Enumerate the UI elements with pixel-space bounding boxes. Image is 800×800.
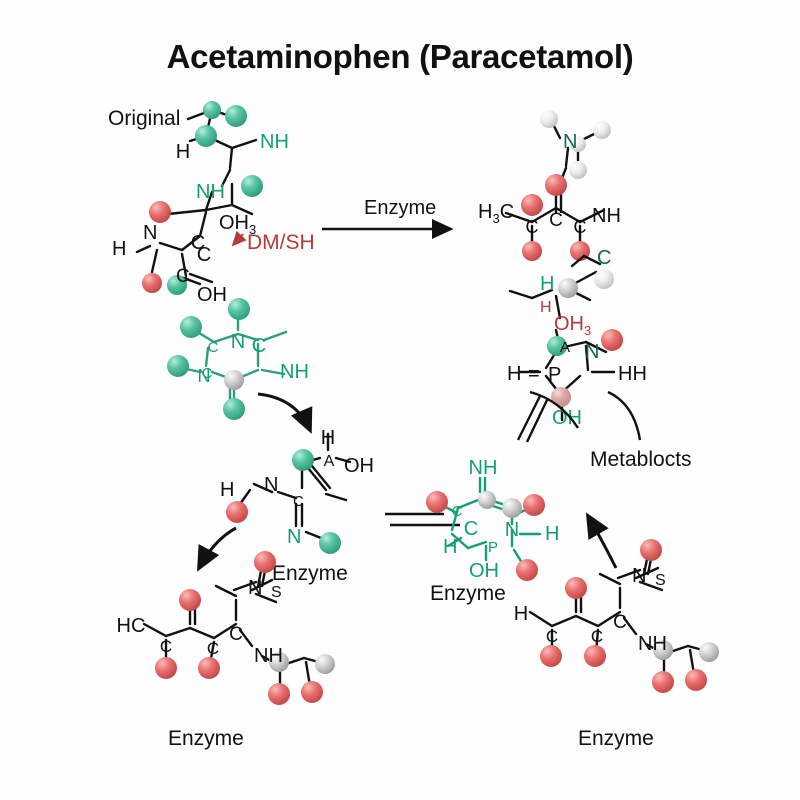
svg-text:NH: NH: [260, 131, 289, 153]
labels-right-mid: C H H OH3 A N H = P HH OH: [507, 247, 647, 429]
svg-text:N: N: [198, 366, 211, 386]
svg-text:N: N: [505, 519, 519, 541]
svg-text:C: C: [597, 247, 611, 269]
svg-text:C: C: [176, 266, 190, 287]
svg-text:NH: NH: [469, 457, 498, 479]
svg-text:HH: HH: [618, 363, 647, 385]
svg-text:C: C: [526, 217, 539, 237]
labels-bottom-left: HC C C C N S NH: [117, 577, 283, 667]
svg-text:N: N: [264, 474, 278, 496]
svg-text:C: C: [197, 244, 211, 266]
enzyme-bottom-left-label: Enzyme: [168, 727, 244, 750]
arrow-green-to-center: [257, 392, 313, 434]
svg-text:A: A: [560, 339, 570, 356]
svg-text:H: H: [321, 427, 335, 449]
svg-text:N: N: [563, 131, 577, 153]
svg-text:H: H: [112, 238, 126, 260]
svg-text:C: C: [207, 639, 219, 658]
svg-text:H: H: [443, 536, 457, 558]
atoms-bottom-left: [155, 551, 335, 705]
svg-text:NH: NH: [638, 633, 667, 655]
equals-connector: [385, 512, 460, 527]
enzyme-bottom-center-label: Enzyme: [430, 582, 506, 605]
svg-text:N: N: [585, 341, 599, 363]
svg-text:NH: NH: [592, 205, 621, 227]
enzyme-bottom-right-label: Enzyme: [578, 727, 654, 750]
label-original: Original: [108, 107, 180, 130]
svg-text:C: C: [452, 503, 463, 520]
svg-text:S: S: [271, 584, 282, 601]
svg-text:OH: OH: [469, 560, 499, 582]
svg-text:OH: OH: [197, 284, 227, 306]
svg-text:H: H: [545, 523, 559, 545]
reagent-label: DM/SH: [247, 231, 315, 254]
svg-text:C: C: [252, 335, 266, 357]
svg-text:H: H: [514, 603, 528, 625]
labels-top-right: H3C C C C N NH: [478, 131, 621, 237]
svg-text:C: C: [464, 518, 478, 540]
svg-text:P: P: [488, 539, 498, 556]
svg-text:P: P: [548, 364, 561, 386]
svg-text:C: C: [546, 627, 558, 646]
enzyme-arrow-label: Enzyme: [364, 197, 436, 219]
svg-text:C: C: [574, 217, 587, 237]
svg-text:C: C: [613, 612, 627, 633]
atoms-original: [142, 101, 263, 295]
svg-text:HC: HC: [117, 615, 146, 637]
atoms-bottom-center-ring: [426, 491, 545, 581]
labels-bottom-center-ring: NH C C H N H P OH: [443, 457, 559, 582]
svg-text:OH: OH: [344, 455, 374, 477]
svg-text:C: C: [202, 365, 213, 382]
svg-text:H: H: [540, 299, 552, 316]
reagent-annotation: DM/SH: [231, 230, 315, 254]
svg-text:S: S: [655, 572, 666, 589]
atoms-bottom-right: [540, 539, 719, 693]
svg-text:C: C: [191, 232, 205, 254]
svg-text:=: =: [528, 363, 540, 385]
svg-text:C: C: [293, 493, 304, 510]
labels-bottom-right: H C C C N S NH: [514, 565, 667, 655]
svg-text:OH3: OH3: [554, 313, 591, 338]
svg-text:A: A: [324, 453, 335, 470]
svg-text:C: C: [160, 637, 172, 656]
atoms-right-mid: [547, 269, 623, 407]
atoms-green-ring: [167, 298, 250, 420]
svg-text:N: N: [143, 222, 157, 244]
svg-text:H: H: [176, 141, 190, 163]
labels-green-ring: N C C N C NH: [198, 331, 309, 386]
svg-text:N: N: [632, 565, 646, 587]
svg-text:C: C: [591, 627, 603, 646]
labels-enzyme-center: H A OH H N C N: [220, 427, 374, 548]
svg-text:H: H: [507, 363, 521, 385]
bonds-enzyme-center: [238, 432, 352, 542]
svg-text:NH: NH: [196, 181, 225, 203]
svg-text:C: C: [549, 210, 563, 231]
svg-text:H: H: [220, 479, 234, 501]
arrow-center-to-bottom-left: [197, 526, 237, 572]
metabolites-label: Metablocts: [590, 448, 692, 471]
svg-text:NH: NH: [254, 645, 283, 667]
svg-text:NH: NH: [280, 361, 309, 383]
svg-text:N: N: [287, 526, 301, 548]
svg-text:N: N: [231, 331, 245, 353]
enzyme-arrow-top: Enzyme: [322, 197, 454, 240]
metabolites-braces: [516, 390, 642, 443]
svg-text:H: H: [540, 273, 554, 295]
arrow-bottom-right-to-center: [585, 512, 618, 569]
svg-text:C: C: [208, 339, 219, 356]
atoms-enzyme-center: [226, 449, 341, 554]
page-title: Acetaminophen (Paracetamol): [166, 38, 634, 75]
svg-text:H3C: H3C: [478, 201, 514, 226]
svg-text:N: N: [248, 577, 262, 599]
enzyme-center-label: Enzyme: [272, 562, 348, 585]
labels-original: H NH C NH OH3 C H N C OH: [112, 131, 289, 306]
svg-text:C: C: [229, 624, 243, 645]
bonds-bottom-right: [528, 552, 712, 680]
